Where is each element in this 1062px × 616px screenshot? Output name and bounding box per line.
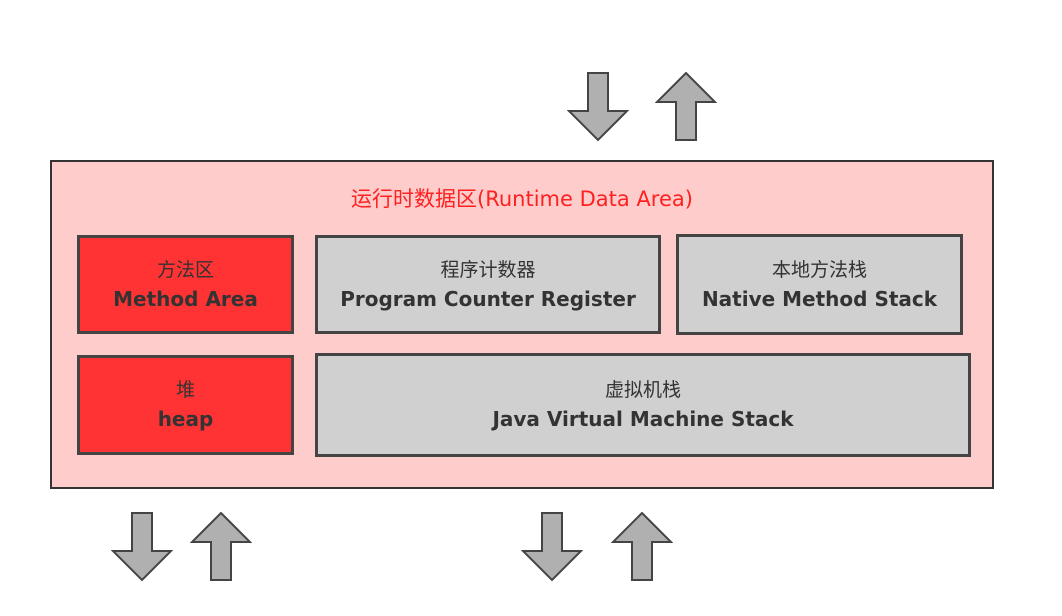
method-area-cn: 方法区: [156, 258, 214, 281]
method-area-en: Method Area: [113, 286, 258, 311]
jvm-stack-en: Java Virtual Machine Stack: [492, 407, 794, 431]
native-stack-cn: 本地方法栈: [771, 258, 867, 281]
jvm-stack-cn: 虚拟机栈: [604, 379, 681, 401]
pc-register-en: Program Counter Register: [340, 286, 636, 311]
pc-register-box: 程序计数器 Program Counter Register: [315, 235, 661, 334]
arrow-up-icon: [611, 512, 673, 581]
arrow-up-icon: [655, 72, 717, 141]
arrow-down-icon: [567, 72, 629, 142]
jvm-stack-box: 虚拟机栈 Java Virtual Machine Stack: [315, 353, 971, 457]
native-stack-box: 本地方法栈 Native Method Stack: [676, 234, 963, 335]
native-stack-en: Native Method Stack: [701, 286, 938, 311]
heap-en: heap: [157, 407, 214, 431]
pc-register-cn: 程序计数器: [440, 258, 536, 281]
method-area-box: 方法区 Method Area: [77, 235, 294, 334]
heap-box: 堆 heap: [77, 355, 294, 455]
arrow-down-icon: [111, 512, 173, 582]
diagram-title: 运行时数据区(Runtime Data Area): [351, 187, 693, 211]
arrow-up-icon: [190, 512, 252, 581]
arrow-down-icon: [521, 512, 583, 582]
heap-cn: 堆: [175, 379, 195, 401]
